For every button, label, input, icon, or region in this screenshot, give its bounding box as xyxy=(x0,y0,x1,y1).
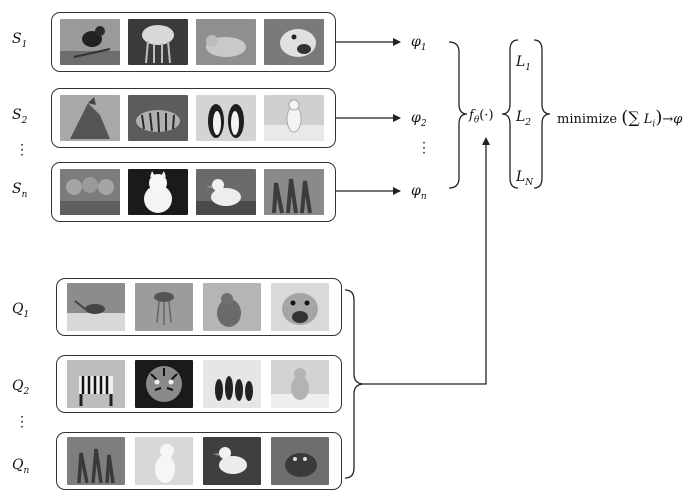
support-set-label-2: S2 xyxy=(12,107,28,126)
image-jellyfish xyxy=(128,19,188,65)
query-ellipsis: ⋮ xyxy=(15,414,29,430)
image-tiger xyxy=(128,95,188,141)
query-set-n xyxy=(56,432,342,490)
phi-label-n: φn xyxy=(411,183,427,202)
phi-ellipsis: ⋮ xyxy=(417,140,431,156)
query-set-2 xyxy=(56,355,342,413)
phi-label-2: φ2 xyxy=(411,110,427,129)
phi-brace xyxy=(448,41,468,189)
loss-label-1: L1 xyxy=(516,54,532,73)
image-seal xyxy=(196,19,256,65)
image-lions xyxy=(60,169,120,215)
image-bird-2 xyxy=(67,283,125,331)
image-penguins xyxy=(196,95,256,141)
query-set-label-2: Q2 xyxy=(12,378,30,397)
image-penguins-2 xyxy=(203,360,261,408)
image-tiger-2 xyxy=(135,360,193,408)
image-jellyfish-2 xyxy=(135,283,193,331)
image-polar-bear xyxy=(264,95,324,141)
minimize-objective: minimize (∑ Li)→φ xyxy=(557,107,683,130)
support-set-n xyxy=(51,162,336,222)
phi-label-1: φ1 xyxy=(411,34,427,53)
support-set-1 xyxy=(51,12,336,72)
image-seal-3 xyxy=(271,437,329,485)
image-horse xyxy=(60,95,120,141)
image-bird xyxy=(60,19,120,65)
image-zebra xyxy=(67,360,125,408)
loss-label-2: L2 xyxy=(516,109,532,128)
support-set-label-1: S1 xyxy=(12,31,28,50)
image-dog xyxy=(264,19,324,65)
image-meerkats xyxy=(264,169,324,215)
loss-label-n: LN xyxy=(516,169,534,188)
query-set-label-1: Q1 xyxy=(12,301,30,320)
image-duck xyxy=(196,169,256,215)
query-brace xyxy=(344,289,365,479)
image-cat-2 xyxy=(135,437,193,485)
minimize-text: minimize xyxy=(557,112,618,127)
model-function: fθ(·) xyxy=(469,108,494,126)
result-phi: φ xyxy=(673,112,683,127)
image-dog-2 xyxy=(271,283,329,331)
image-cat xyxy=(128,169,188,215)
sum-symbol: ∑ xyxy=(628,108,640,127)
loss-left-brace xyxy=(501,39,519,189)
result-arrow: → xyxy=(662,112,674,127)
image-bear-2 xyxy=(271,360,329,408)
support-ellipsis: ⋮ xyxy=(15,142,29,158)
support-set-2 xyxy=(51,88,336,148)
loss-right-brace xyxy=(533,39,551,189)
arrow-queries-to-model xyxy=(364,137,490,385)
query-set-1 xyxy=(56,278,342,336)
query-set-label-n: Qn xyxy=(12,457,30,476)
support-set-label-n: Sn xyxy=(12,181,28,200)
image-meerkats-2 xyxy=(67,437,125,485)
image-seal-2 xyxy=(203,283,261,331)
image-duck-2 xyxy=(203,437,261,485)
